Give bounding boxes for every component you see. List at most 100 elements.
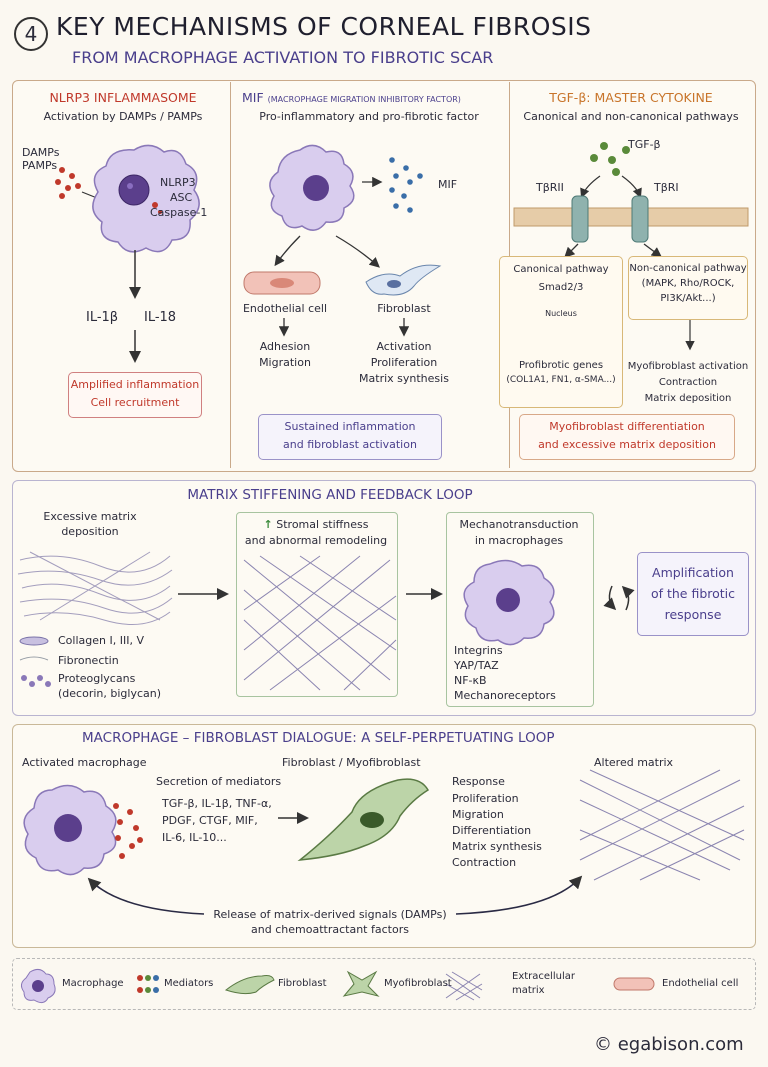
endothelial-label: Endothelial cell — [242, 302, 328, 315]
legend-macrophage-label: Macrophage — [62, 978, 124, 989]
nlrp3-result-box: Amplified inflammation Cell recruitment — [68, 372, 202, 418]
page-title: KEY MECHANISMS OF CORNEAL FIBROSIS — [56, 12, 592, 41]
noncanonical-box: Non-canonical pathway (MAPK, Rho/ROCK, P… — [628, 256, 748, 320]
matrix-title: MATRIX STIFFENING AND FEEDBACK LOOP — [187, 487, 473, 503]
stiff-line1: ↑ Stromal stiffness — [236, 518, 396, 532]
mechano-item-2: YAP/TAZ — [454, 659, 499, 672]
canonical-box: Canonical pathway Smad2/3 Nucleus Profib… — [499, 256, 623, 408]
canonical-title: Canonical pathway — [513, 264, 609, 275]
excess-line1: Excessive matrix — [43, 510, 137, 523]
secretion-title: Secretion of mediators — [156, 775, 282, 788]
mif-subtitle: Pro-inflammatory and pro-fibrotic factor — [259, 110, 479, 123]
endo-effect-2: Migration — [259, 356, 311, 369]
mechano-box — [446, 512, 594, 707]
release-line1: Release of matrix-derived signals (DAMPs… — [213, 908, 447, 921]
receptor-1-icon — [631, 195, 649, 243]
noncanonical-line2: PI3K/Akt...) — [660, 293, 716, 304]
proteoglycan-legend-icon — [21, 675, 51, 687]
legend-box — [12, 958, 756, 1010]
legend-fibroblast-icon — [224, 975, 275, 995]
stiff-line1-text: Stromal stiffness — [276, 518, 369, 531]
amp-line3: response — [664, 607, 722, 622]
fibro-effect-1: Activation — [376, 340, 432, 353]
nlrp3-result-line1: Amplified inflammation — [70, 378, 200, 391]
response-item-1: Response — [452, 775, 505, 788]
stiff-line2: and abnormal remodeling — [244, 534, 388, 547]
stiff-matrix-icon — [243, 555, 397, 691]
mif-fibroblast-icon — [365, 264, 442, 296]
amplify-cycle-icon — [603, 585, 635, 611]
activated-macrophage-label: Activated macrophage — [22, 756, 147, 769]
response-item-2: Proliferation — [452, 792, 519, 805]
mif-title: MIF (MACROPHAGE MIGRATION INHIBITORY FAC… — [242, 91, 461, 107]
tgf-ligand-label: TGF-β — [628, 138, 661, 151]
response-item-6: Contraction — [452, 856, 517, 869]
nlrp3-result-line2: Cell recruitment — [90, 396, 180, 409]
page-subtitle: FROM MACROPHAGE ACTIVATION TO FIBROTIC S… — [72, 48, 494, 67]
mechano-item-3: NF-κB — [454, 674, 487, 687]
fibro-effect-3: Matrix synthesis — [359, 372, 449, 385]
legend-endothelial-icon — [613, 977, 655, 991]
receptor-2-icon — [571, 195, 589, 243]
tgf-subtitle: Canonical and non-canonical pathways — [523, 110, 739, 123]
genes-line1: Profibrotic genes — [518, 360, 604, 371]
tgf-result-line1: Myofibroblast differentiation — [549, 420, 705, 433]
divider-1 — [230, 82, 231, 468]
dialogue-title: MACROPHAGE – FIBROBLAST DIALOGUE: A SELF… — [82, 730, 555, 746]
section-number-badge: 4 — [14, 17, 48, 51]
mechano-item-4: Mechanoreceptors — [454, 689, 556, 702]
tgf-result-line2: and excessive matrix deposition — [538, 438, 716, 451]
legend-myofibroblast-label: Myofibroblast — [384, 978, 452, 989]
legend-ecm-line2: matrix — [512, 985, 545, 996]
dialogue-mediators-icon — [113, 803, 143, 859]
nlrp3-label: NLRP3 — [160, 176, 196, 189]
endo-effect-1: Adhesion — [259, 340, 311, 353]
amp-line1: Amplification — [652, 565, 734, 580]
copyright: © egabison.com — [594, 1034, 744, 1055]
receptor1-label: TβRI — [654, 181, 679, 194]
mif-result-line1: Sustained inflammation — [284, 420, 416, 433]
mediator-line-3: IL-6, IL-10... — [162, 831, 227, 844]
il1b-label: IL-1β — [86, 310, 119, 325]
mif-result-line2: and fibroblast activation — [283, 438, 417, 451]
mechano-line2: in macrophages — [474, 534, 564, 547]
response-item-4: Differentiation — [452, 824, 532, 837]
tgf-effect-3: Matrix deposition — [644, 393, 732, 404]
mediator-line-1: TGF-β, IL-1β, TNF-α, — [162, 797, 272, 810]
tgf-title: TGF-β: MASTER CYTOKINE — [549, 90, 713, 105]
stiff-up-arrow: ↑ — [263, 518, 273, 531]
mediator-line-2: PDGF, CTGF, MIF, — [162, 814, 258, 827]
tgf-effect-1: Myofibroblast activation — [627, 361, 749, 372]
tgf-result-box: Myofibroblast differentiation and excess… — [519, 414, 735, 460]
altered-matrix-icon — [579, 769, 745, 881]
stiffness-box — [236, 512, 398, 697]
collagen-legend-icon — [19, 636, 49, 646]
nlrp3-title: NLRP3 INFLAMMASOME — [49, 90, 197, 105]
response-item-3: Migration — [452, 808, 504, 821]
mif-dots-icon — [389, 157, 423, 213]
amplification-box: Amplification of the fibrotic response — [637, 552, 749, 636]
section-number: 4 — [24, 22, 38, 46]
fibroblast-label: Fibroblast — [377, 302, 431, 315]
legend-endothelial-label: Endothelial cell — [662, 978, 739, 989]
response-item-5: Matrix synthesis — [452, 840, 542, 853]
amp-line2: of the fibrotic — [650, 586, 736, 601]
pamps-label: PAMPs — [22, 159, 58, 172]
mif-title-main: MIF — [242, 90, 264, 105]
legend-proteoglycans-note: (decorin, biglycan) — [58, 687, 162, 700]
noncanonical-title: Non-canonical pathway — [629, 263, 747, 274]
canonical-smad: Smad2/3 — [538, 282, 584, 293]
il18-label: IL-18 — [144, 310, 177, 325]
legend-mediators-label: Mediators — [164, 978, 214, 989]
legend-ecm-icon — [445, 971, 483, 1001]
excess-line2: deposition — [61, 525, 119, 538]
tgf-ligand-icon — [590, 142, 630, 176]
legend-myofibroblast-icon — [342, 970, 380, 997]
damps-dots-icon — [55, 167, 81, 199]
mif-result-box: Sustained inflammation and fibroblast ac… — [258, 414, 442, 460]
release-line2: and chemoattractant factors — [251, 923, 409, 936]
